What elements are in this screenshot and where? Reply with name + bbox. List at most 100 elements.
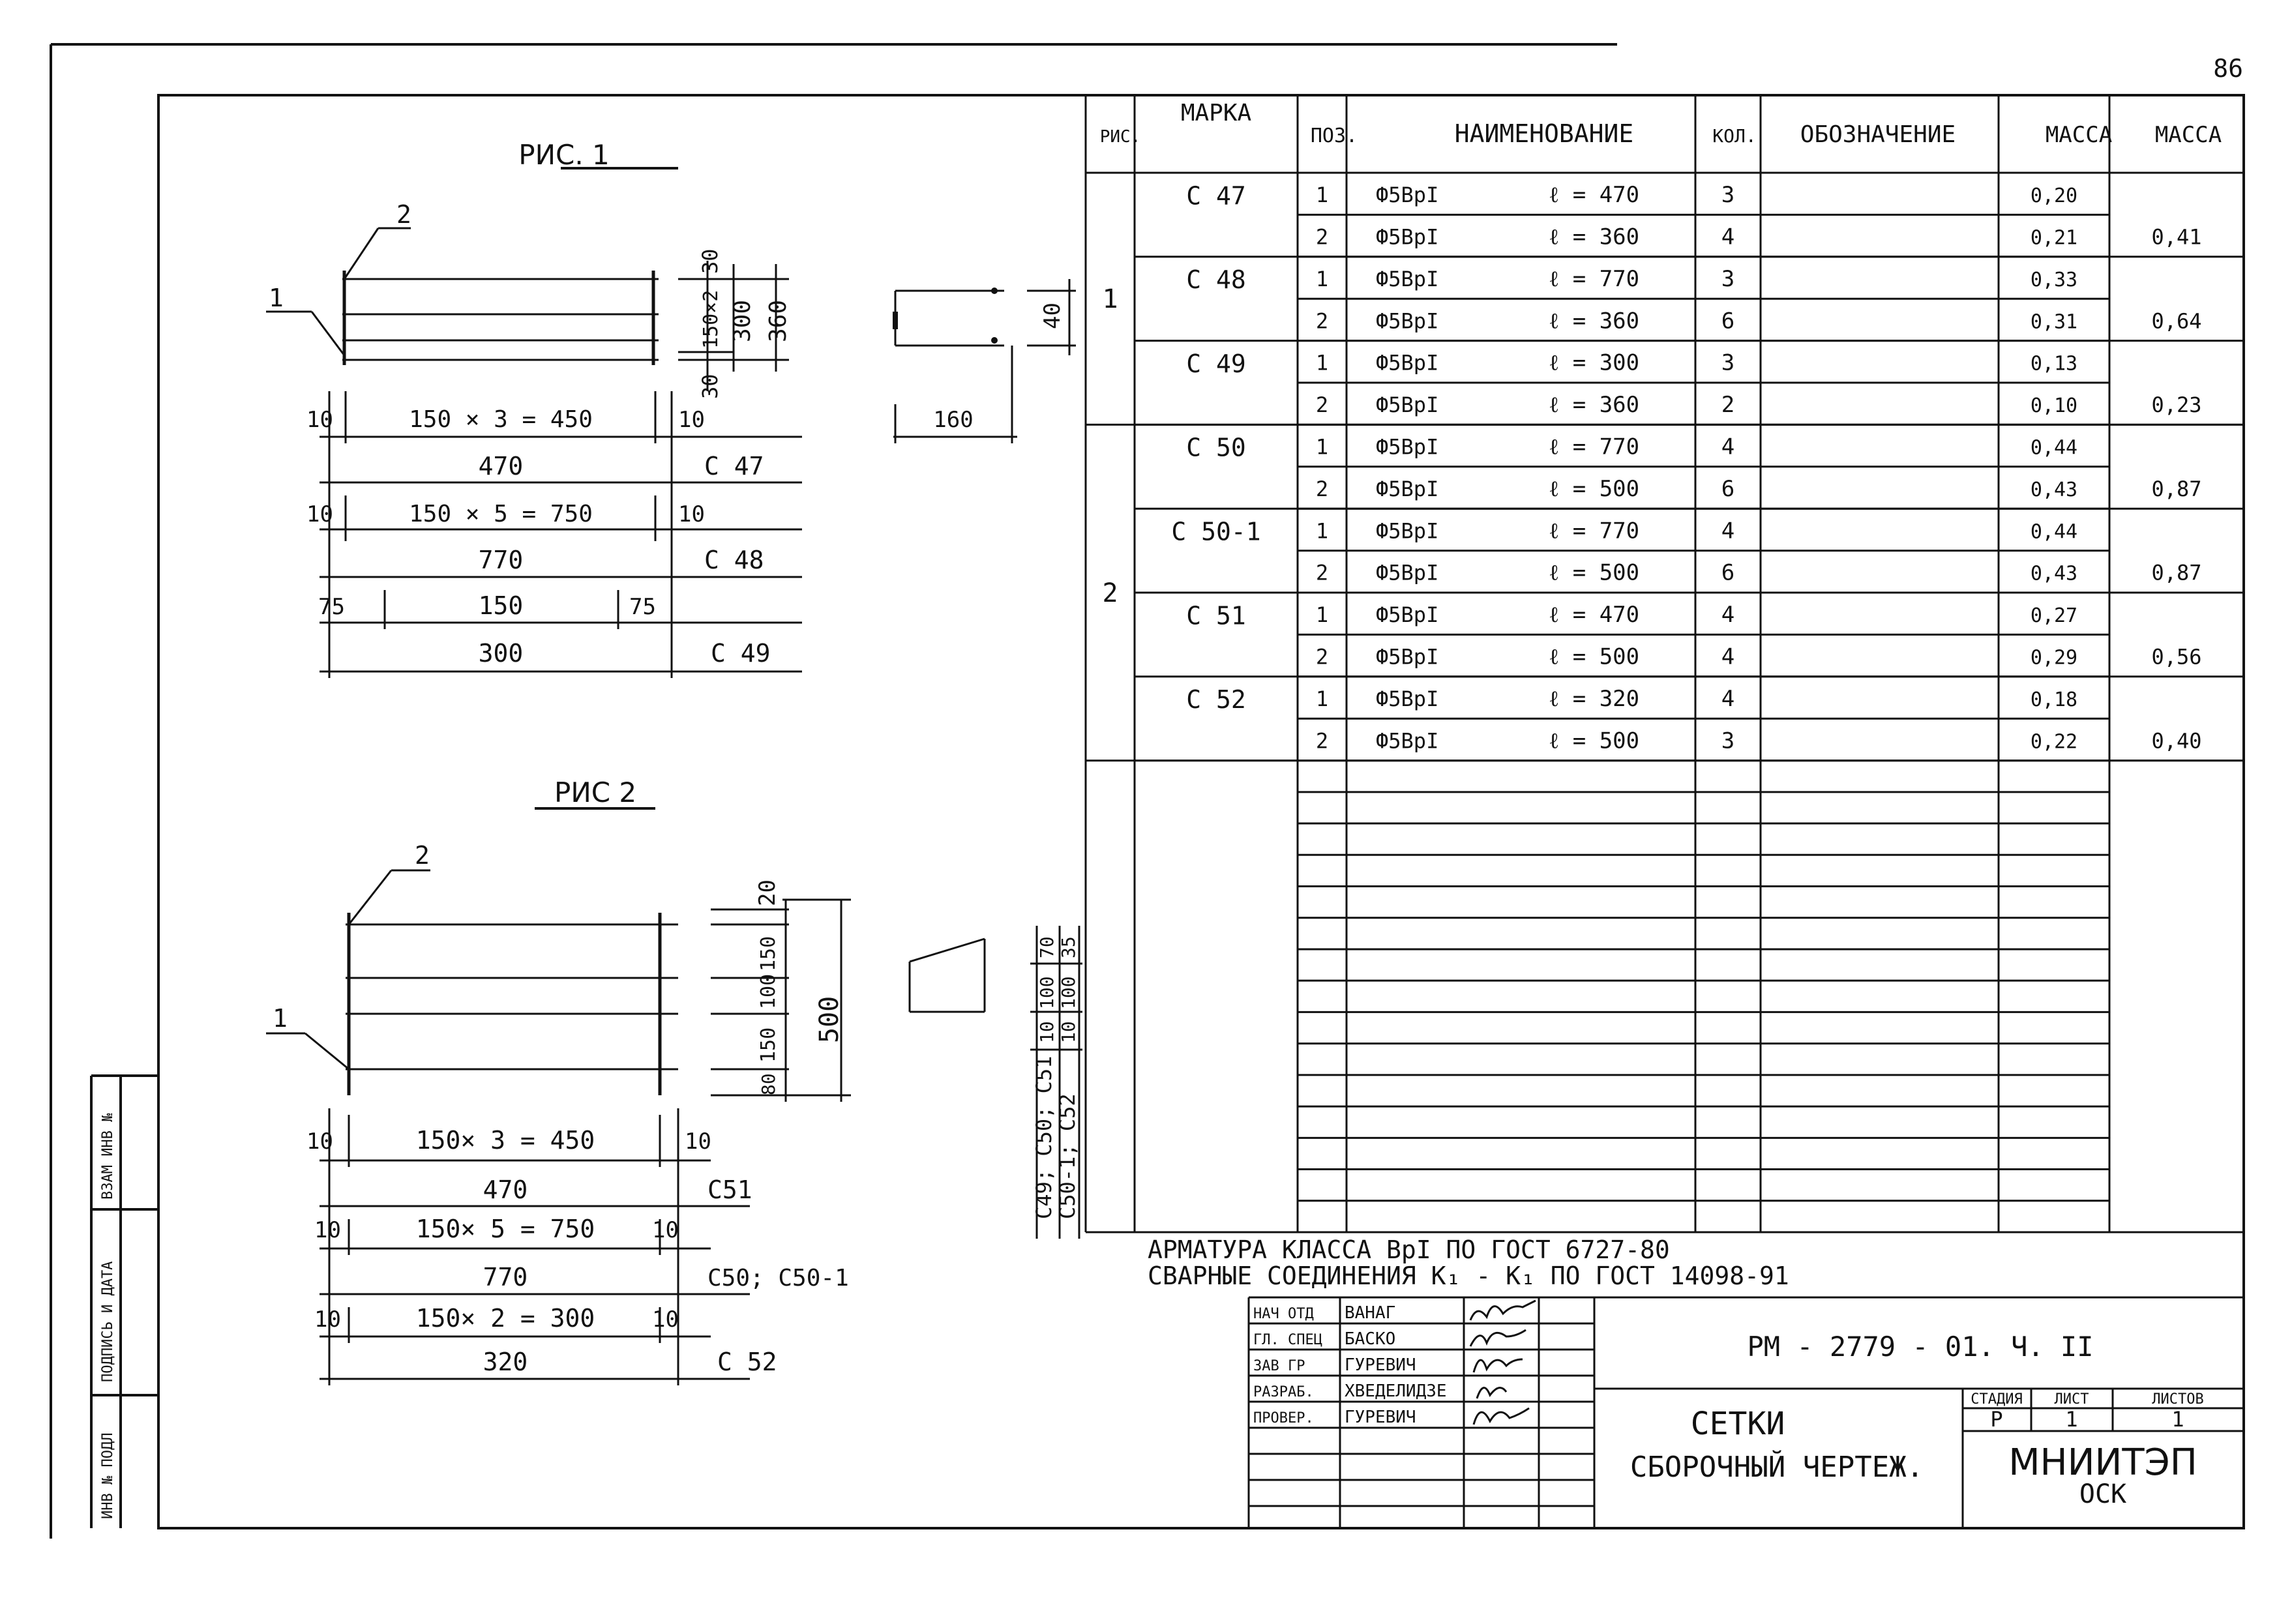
fig2-vdim-150b: 150 (757, 1027, 780, 1063)
fig2-sec-dim-10b: 10 (1058, 1021, 1079, 1043)
spec-cell-mass: 0,44 (2031, 520, 2077, 543)
fig2-r1-left: 10 (306, 1129, 333, 1155)
fig1-r3-total: 300 (479, 639, 524, 668)
stamp-role: РАЗРАБ. (1253, 1384, 1314, 1400)
fig1-section-dim-h: 160 (933, 407, 973, 433)
fig1-r3-main: 150 (479, 591, 524, 620)
spec-cell-mass: 0,29 (2031, 646, 2077, 669)
fig1-r2-main: 150 × 5 = 750 (409, 501, 593, 527)
page-number: 86 (2213, 54, 2243, 83)
fig1-section-bar-bottom (991, 337, 998, 344)
fig1-pos1: 1 (269, 284, 284, 312)
spec-cell-qty: 4 (1721, 518, 1734, 544)
title-block-grid (1247, 1296, 2244, 1528)
spec-cell-qty: 4 (1721, 224, 1734, 250)
spec-cell-poz: 1 (1316, 518, 1328, 543)
spec-cell-poz: 1 (1316, 434, 1328, 459)
spec-cell-poz: 2 (1316, 728, 1328, 753)
fig2-title: РИС 2 (554, 776, 636, 808)
fig1-r1-right: 10 (678, 407, 705, 433)
fig2-sec-dim-70: 70 (1036, 936, 1058, 958)
spec-cell-qty: 6 (1721, 308, 1734, 334)
spec-cell-bar: Ф5ВрI (1376, 308, 1438, 333)
note-welds: СВАРНЫЕ СОЕДИНЕНИЯ К₁ - К₁ ПО ГОСТ 14098… (1148, 1262, 1789, 1290)
spec-cell-poz: 1 (1316, 183, 1328, 207)
spec-cell-mass: 0,33 (2031, 269, 2077, 291)
fig2-vdim-500: 500 (814, 996, 844, 1043)
spec-cell-length: ℓ = 500 (1549, 560, 1639, 586)
hdr-marka: МАРКА (1181, 100, 1252, 126)
stamp-sheets-label: ЛИСТОВ (2152, 1391, 2203, 1408)
stamp-signatures (1469, 1299, 1536, 1425)
stamp-person: ВАНАГ (1345, 1303, 1395, 1323)
fig1-mesh (266, 227, 659, 365)
hdr-kol: КОЛ. (1712, 125, 1756, 147)
figure-1: РИС. 1 1 2 30 150×2 300 30 360 (266, 139, 1076, 678)
spec-cell-bar: Ф5ВрI (1376, 267, 1438, 291)
spec-cell-poz: 2 (1316, 392, 1328, 417)
spec-cell-length: ℓ = 300 (1549, 350, 1639, 376)
spec-cell-length: ℓ = 360 (1549, 392, 1639, 418)
spec-cell-mass: 0,43 (2031, 563, 2077, 585)
fig1-section-dim-v: 40 (1039, 303, 1065, 329)
stamp-role: ЗАВ ГР (1253, 1358, 1305, 1374)
spec-cell-ris: 2 (1102, 578, 1118, 608)
spec-cell-mass: 0,10 (2031, 394, 2077, 417)
spec-cell-mass: 0,43 (2031, 479, 2077, 501)
spec-cell-bar: Ф5ВрI (1376, 434, 1438, 459)
fig1-r1-mark: С 47 (704, 452, 764, 480)
stamp-title-2: СБОРОЧНЫЙ ЧЕРТЕЖ. (1630, 1449, 1924, 1484)
fig1-vdim-bottom: 30 (698, 374, 722, 399)
stamp-person: БАСКО (1345, 1329, 1395, 1349)
fig2-vdim-20: 20 (754, 879, 781, 906)
spec-cell-poz: 2 (1316, 477, 1328, 501)
spec-cell-length: ℓ = 770 (1549, 434, 1639, 460)
fig1-vdim-300: 300 (729, 300, 756, 342)
hdr-ris: РИС. (1100, 127, 1141, 147)
side-stamp-replace: ВЗАМ ИНВ № (100, 1114, 116, 1200)
fig1-title: РИС. 1 (518, 139, 610, 171)
fig2-r3-left: 10 (314, 1307, 341, 1333)
fig1-vdim-360: 360 (765, 300, 792, 342)
fig2-sec-marks-a: С49; С50; С51 (1032, 1056, 1056, 1219)
fig2-r3-main: 150× 2 = 300 (416, 1304, 595, 1333)
stamp-person: ГУРЕВИЧ (1345, 1355, 1416, 1375)
fig1-vdim-top: 30 (698, 248, 722, 274)
fig1-r3-left: 75 (318, 594, 345, 620)
fig2-r1-mark: С51 (707, 1175, 752, 1204)
fig2-r2-main: 150× 5 = 750 (416, 1215, 595, 1243)
spec-cell-length: ℓ = 770 (1549, 518, 1639, 544)
spec-cell-qty: 3 (1721, 350, 1734, 376)
spec-cell-poz: 2 (1316, 224, 1328, 249)
spec-cell-mark: С 49 (1186, 349, 1246, 378)
fig2-r1-right: 10 (685, 1129, 711, 1155)
fig2-r3-mark: С 52 (717, 1348, 777, 1376)
fig2-sec-dim-100b: 100 (1058, 976, 1079, 1009)
spec-cell-mass-total: 0,87 (2151, 561, 2201, 585)
fig1-section (893, 279, 1076, 443)
spec-cell-length: ℓ = 500 (1549, 728, 1639, 754)
spec-cell-mass: 0,18 (2031, 688, 2077, 711)
fig2-vdim-80: 80 (758, 1073, 779, 1095)
fig1-r2-total: 770 (479, 546, 524, 574)
hdr-mass2: МАССА (2155, 122, 2222, 148)
fig1-r1-main: 150 × 3 = 450 (409, 406, 593, 433)
spec-cell-mass-total: 0,23 (2151, 392, 2201, 417)
fig2-section (908, 926, 1082, 1239)
spec-cell-mark: С 50 (1186, 434, 1246, 462)
stamp-stage: Р (1990, 1407, 2002, 1432)
stamp-sheet-label: ЛИСТ (2055, 1391, 2089, 1408)
spec-cell-bar: Ф5ВрI (1376, 477, 1438, 501)
spec-cell-ris: 1 (1102, 284, 1118, 314)
spec-cell-mass-total: 0,40 (2151, 728, 2201, 753)
spec-cell-bar: Ф5ВрI (1376, 728, 1438, 753)
spec-cell-bar: Ф5ВрI (1376, 392, 1438, 417)
fig2-r3-right: 10 (652, 1307, 679, 1333)
spec-cell-mass-total: 0,56 (2151, 644, 2201, 669)
spec-cell-bar: Ф5ВрI (1376, 183, 1438, 207)
fig2-mesh (266, 869, 678, 1095)
spec-cell-length: ℓ = 470 (1549, 182, 1639, 208)
spec-cell-qty: 4 (1721, 686, 1734, 712)
